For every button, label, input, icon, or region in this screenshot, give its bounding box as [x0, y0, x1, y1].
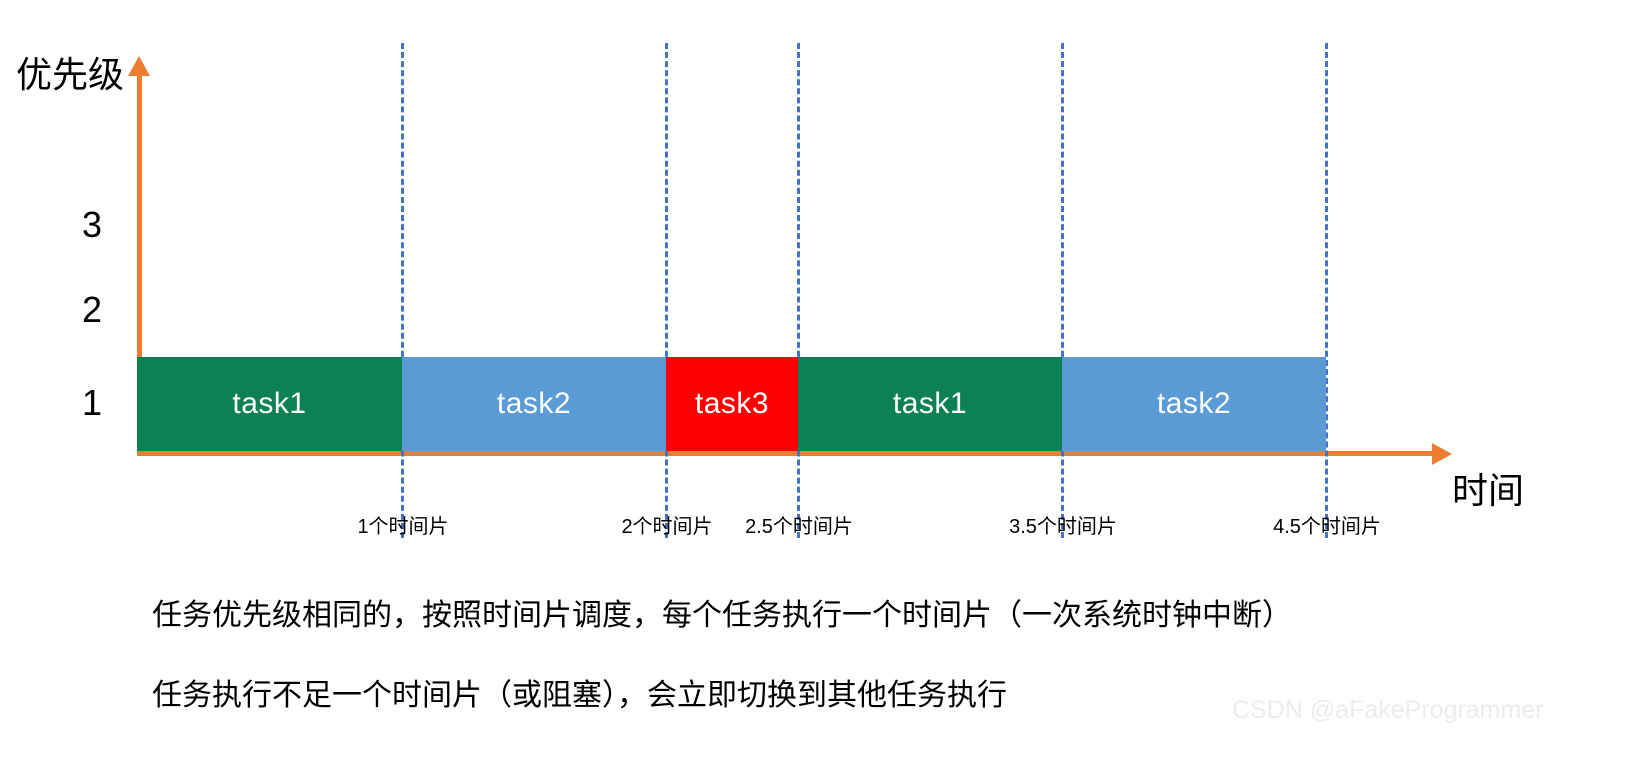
gridline-1 — [401, 43, 404, 538]
x-tick-label-2: 2个时间片 — [621, 516, 713, 538]
gridline-2 — [665, 43, 668, 538]
csdn-watermark: CSDN @aFakeProgrammer — [1232, 696, 1544, 724]
task-segment-label: task1 — [892, 387, 968, 420]
y-axis-line — [137, 72, 142, 454]
x-tick-label-4-5: 4.5个时间片 — [1273, 516, 1381, 538]
x-tick-label-1: 1个时间片 — [357, 516, 449, 538]
caption-line-1: 任务优先级相同的，按照时间片调度，每个任务执行一个时间片（一次系统时钟中断） — [152, 599, 1292, 632]
task-segment-task1-second[interactable]: task1 — [798, 357, 1062, 451]
x-tick-label-3-5: 3.5个时间片 — [1009, 516, 1117, 538]
task-segment-label: task2 — [1156, 387, 1232, 420]
x-axis-title: 时间 — [1452, 470, 1525, 511]
caption-line-2: 任务执行不足一个时间片（或阻塞），会立即切换到其他任务执行 — [152, 679, 1007, 712]
y-axis-arrow-icon — [128, 56, 150, 76]
task-segment-task2-first[interactable]: task2 — [402, 357, 666, 451]
x-tick-label-2-5: 2.5个时间片 — [745, 516, 853, 538]
task-segment-task2-second[interactable]: task2 — [1062, 357, 1326, 451]
gridline-2-5 — [797, 43, 800, 538]
task-segment-label: task1 — [232, 387, 307, 420]
y-tick-label-1: 1 — [81, 382, 103, 423]
gridline-4-5 — [1325, 43, 1328, 538]
task-segment-label: task3 — [694, 387, 770, 420]
gridline-3-5 — [1061, 43, 1064, 538]
x-axis-arrow-icon — [1432, 443, 1452, 465]
task-segment-task3[interactable]: task3 — [666, 357, 798, 451]
task-segment-label: task2 — [496, 387, 572, 420]
x-axis-line — [137, 451, 1437, 456]
y-axis-title: 优先级 — [16, 54, 125, 95]
task-segment-task1-first[interactable]: task1 — [137, 357, 402, 451]
y-tick-label-2: 2 — [81, 289, 103, 330]
y-tick-label-3: 3 — [81, 204, 103, 245]
